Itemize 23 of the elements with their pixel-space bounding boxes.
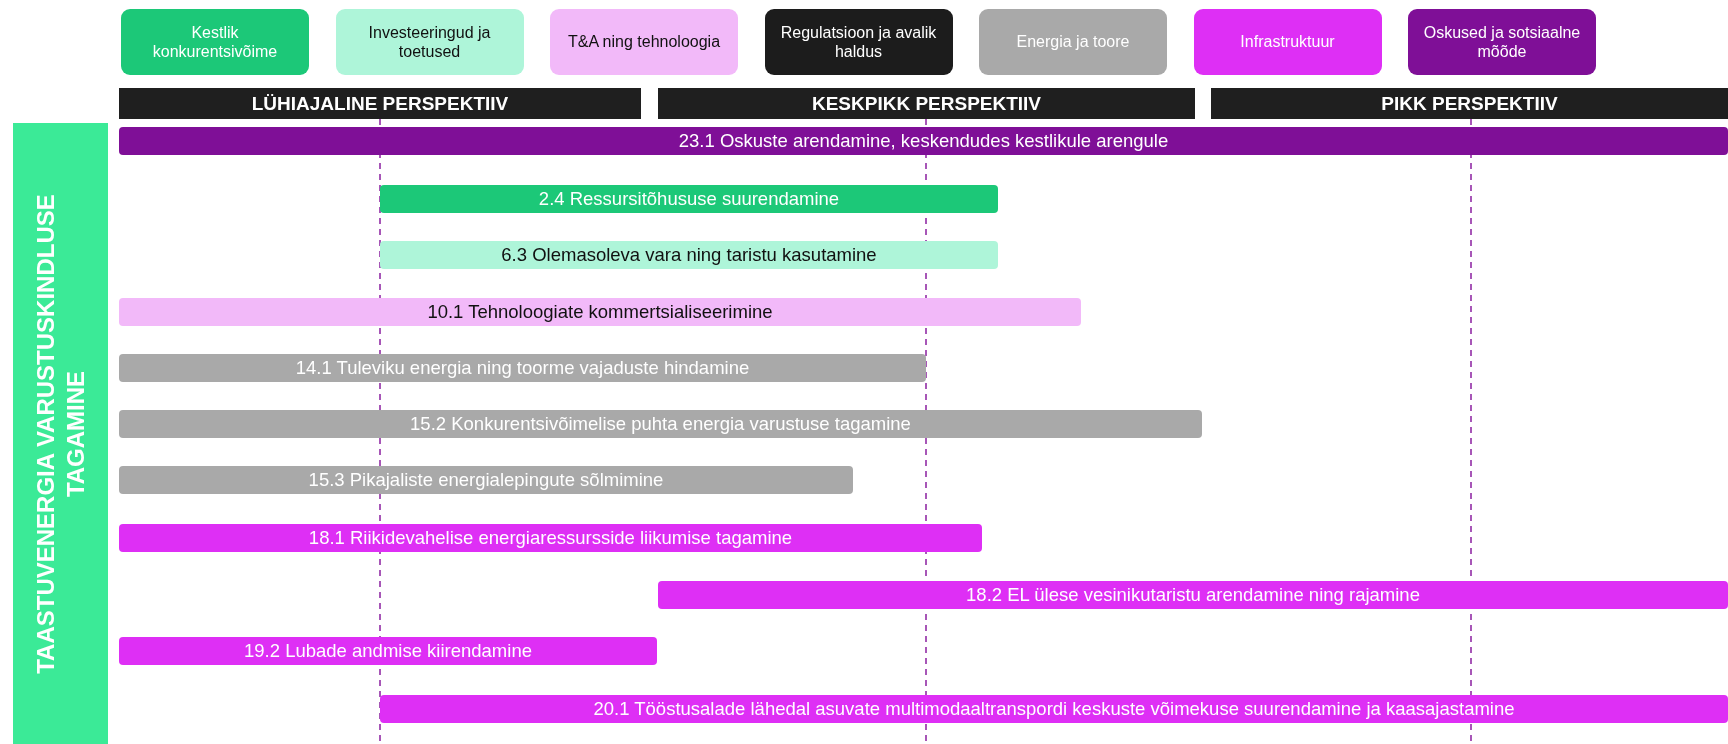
timeline-bar: 15.3 Pikajaliste energialepingute sõlmimine: [119, 466, 853, 494]
timeline-bar: 18.2 EL ülese vesinikutaristu arendamine ning rajamine: [658, 581, 1728, 609]
category-tag: T&A ning tehnoloogia: [550, 9, 738, 75]
timeline-bar: 2.4 Ressursitõhususe suurendamine: [380, 185, 998, 213]
timeline-bar: 23.1 Oskuste arendamine, keskendudes kestlikule arengule: [119, 127, 1728, 155]
category-tag: Infrastruktuur: [1193, 9, 1382, 75]
timeline-bar: 20.1 Tööstusalade lähedal asuvate multimodaaltranspordi keskuste võimekuse suurendamine ja kaasajastamine: [380, 695, 1728, 723]
category-tag: Kestlik konkurentsivõime: [121, 9, 309, 75]
period-header: PIKK PERSPEKTIIV: [1211, 88, 1728, 119]
timeline-bar: 18.1 Riikidevahelise energiaressursside liikumise tagamine: [119, 524, 982, 552]
period-header: KESKPIKK PERSPEKTIIV: [658, 88, 1195, 119]
theme-title: TAASTUVENERGIA VARUSTUSKINDLUSE TAGAMINE: [30, 192, 90, 676]
period-header: LÜHIAJALINE PERSPEKTIIV: [119, 88, 641, 119]
timeline-bar: 14.1 Tuleviku energia ning toorme vajaduste hindamine: [119, 354, 926, 382]
timeline-bar: 19.2 Lubade andmise kiirendamine: [119, 637, 657, 665]
timeline-bar: 6.3 Olemasoleva vara ning taristu kasutamine: [380, 241, 998, 269]
timeline-bar: 15.2 Konkurentsivõimelise puhta energia varustuse tagamine: [119, 410, 1202, 438]
timeline-bar: 10.1 Tehnoloogiate kommertsialiseerimine: [119, 298, 1081, 326]
category-tag: Oskused ja sotsiaalne mõõde: [1408, 9, 1596, 75]
theme-band: [13, 123, 108, 744]
category-tag: Investeeringud ja toetused: [335, 9, 524, 75]
category-tag: Energia ja toore: [979, 9, 1167, 75]
category-tag: Regulatsioon ja avalik haldus: [764, 9, 953, 75]
